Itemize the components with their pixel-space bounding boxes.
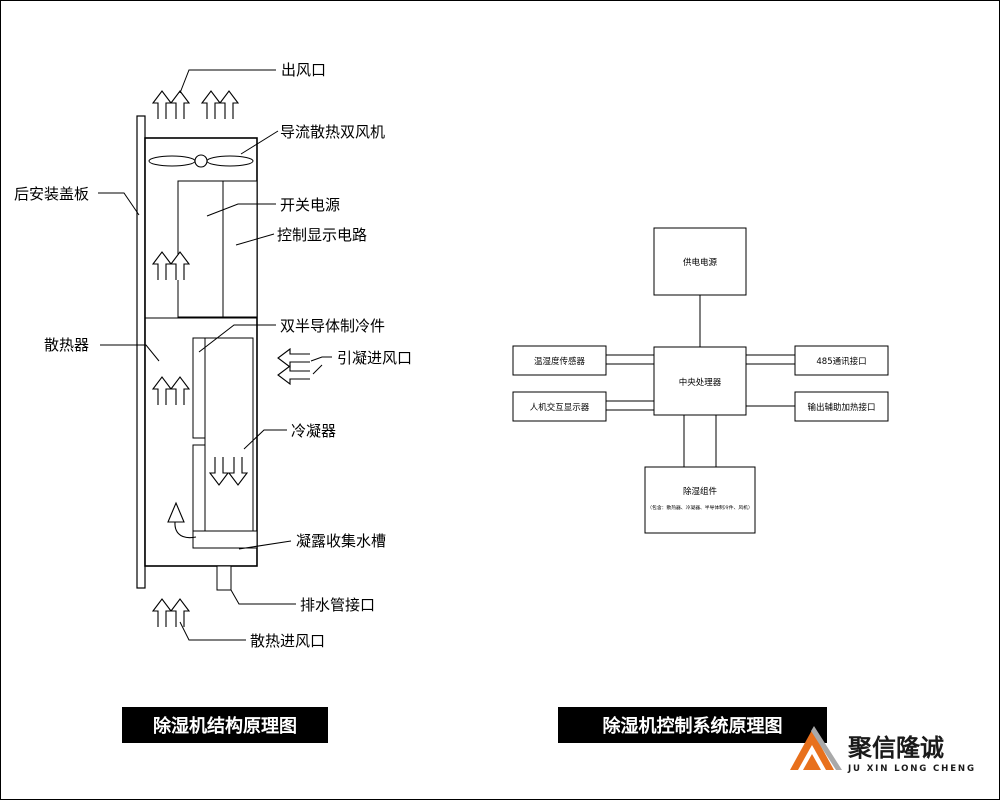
back-cover-plate [136, 115, 146, 589]
condenser-box [204, 337, 254, 532]
caption-right-bg [558, 707, 827, 743]
label-water-tank: 凝露收集水槽 [296, 532, 386, 550]
label-drain: 排水管接口 [300, 596, 375, 614]
text-cpu: 中央处理器 [679, 377, 722, 388]
label-fans: 导流散热双风机 [280, 123, 385, 141]
box-module [644, 466, 756, 534]
text-hmi: 人机交互显示器 [530, 402, 590, 413]
label-psu: 开关电源 [280, 196, 340, 214]
box-sensor [512, 345, 607, 376]
label-heatsink: 散热器 [44, 336, 89, 354]
psu-box [177, 180, 224, 318]
text-aux-heat: 输出辅助加热接口 [807, 402, 875, 413]
text-module: 除湿组件 [683, 486, 718, 497]
caption-structure: 除湿机结构原理图 [153, 715, 297, 737]
structure-diagram: 出风口 导流散热双风机 后安装盖板 开关电源 控制显示电路 双半导体制冷件 引凝… [14, 61, 412, 650]
caption-left-bg [122, 707, 328, 743]
label-condensing-inlet: 引凝进风口 [337, 349, 412, 367]
text-sensor: 温湿度传感器 [534, 356, 586, 367]
brand-logo [790, 726, 842, 770]
water-tank-box [192, 530, 258, 549]
label-back-cover: 后安装盖板 [14, 185, 89, 203]
control-board-box [222, 180, 258, 318]
brand-name-en: JU XIN LONG CHENG [847, 764, 974, 774]
control-diagram: 供电电源 中央处理器 温湿度传感器 人机交互显示器 485通讯接口 输出辅助加热… [512, 227, 889, 534]
text-module-note: （包含：散热器、冷凝器、半导体制冷件、风机） [647, 504, 753, 511]
brand-name-cn: 聚信隆诚 [847, 734, 944, 762]
caption-control: 除湿机控制系统原理图 [603, 715, 783, 737]
box-rs485 [794, 345, 889, 376]
label-control-board: 控制显示电路 [277, 226, 367, 244]
label-peltier: 双半导体制冷件 [280, 317, 385, 335]
label-outlet: 出风口 [281, 61, 326, 79]
twin-fan [148, 154, 254, 168]
heatsink-plate [192, 337, 206, 439]
label-condenser: 冷凝器 [291, 422, 336, 440]
text-power: 供电电源 [683, 257, 718, 268]
lower-plate [192, 444, 206, 532]
drain-pipe [216, 565, 232, 591]
box-cpu [653, 346, 747, 416]
label-cooling-inlet: 散热进风口 [250, 632, 325, 650]
box-hmi [512, 391, 607, 422]
text-rs485: 485通讯接口 [816, 356, 866, 367]
box-aux-heat [794, 391, 889, 422]
